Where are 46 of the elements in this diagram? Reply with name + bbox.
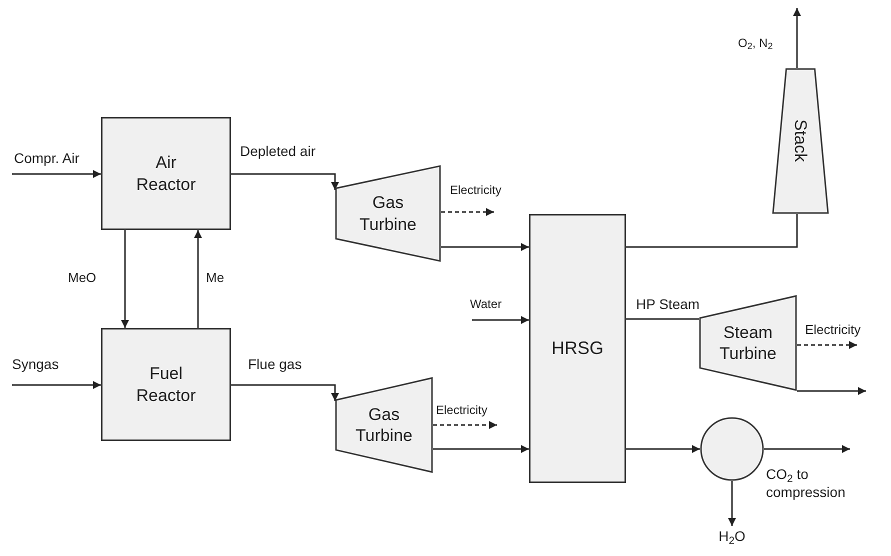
node-label: Steam Turbine	[718, 322, 778, 364]
node-label: Gas Turbine	[354, 404, 414, 446]
edge-label: Water	[470, 297, 503, 312]
flow-arrow	[231, 384, 339, 401]
flow-arrow	[121, 230, 129, 328]
separator-circle	[700, 417, 764, 481]
node-label: H$_{2}$O	[718, 528, 746, 546]
flow-arrow	[12, 170, 101, 178]
flow-arrow	[728, 481, 736, 526]
node-label: HRSG	[550, 337, 604, 360]
process-box	[529, 214, 626, 483]
flow-arrow	[12, 381, 101, 389]
edge-label: Syngas	[12, 356, 60, 374]
dashed-arrow	[797, 341, 857, 349]
flow-arrow	[231, 173, 339, 190]
flow-arrow	[793, 8, 801, 68]
turbine-shape	[699, 295, 797, 391]
turbine-shape	[335, 377, 433, 473]
edge-label: Me	[206, 270, 226, 286]
node-label: Fuel Reactor	[135, 363, 197, 406]
edge-label: Electricity	[436, 403, 488, 418]
dashed-arrow	[433, 421, 497, 429]
turbine-shape	[335, 165, 441, 262]
edge-label: Electricity	[450, 183, 502, 198]
edge-label: Electricity	[805, 322, 862, 338]
flow-arrow	[472, 316, 529, 324]
flow-arrow	[194, 230, 202, 328]
node-label: Air Reactor	[135, 152, 197, 195]
node-label: Stack	[790, 120, 812, 162]
flow-arrow	[797, 387, 866, 395]
edge-label: Compr. Air	[14, 150, 80, 168]
edge-label: Flue gas	[248, 356, 303, 374]
flow-arrow	[764, 445, 850, 453]
stack-shape	[772, 68, 829, 214]
process-box	[101, 117, 231, 230]
edge-label: MeO	[68, 270, 98, 286]
edge-label: HP Steam	[636, 296, 701, 314]
edge-label: CO$_{2}$ to compression	[766, 466, 846, 501]
dashed-arrow	[441, 208, 494, 216]
flow-arrow	[433, 445, 529, 453]
edge-label: O$_{2}$, N$_{2}$	[738, 36, 774, 51]
process-box	[101, 328, 231, 441]
edge-label: Depleted air	[240, 143, 316, 160]
flow-arrow	[626, 445, 700, 453]
node-label: Gas Turbine	[358, 192, 418, 235]
flow-arrow	[441, 243, 529, 251]
